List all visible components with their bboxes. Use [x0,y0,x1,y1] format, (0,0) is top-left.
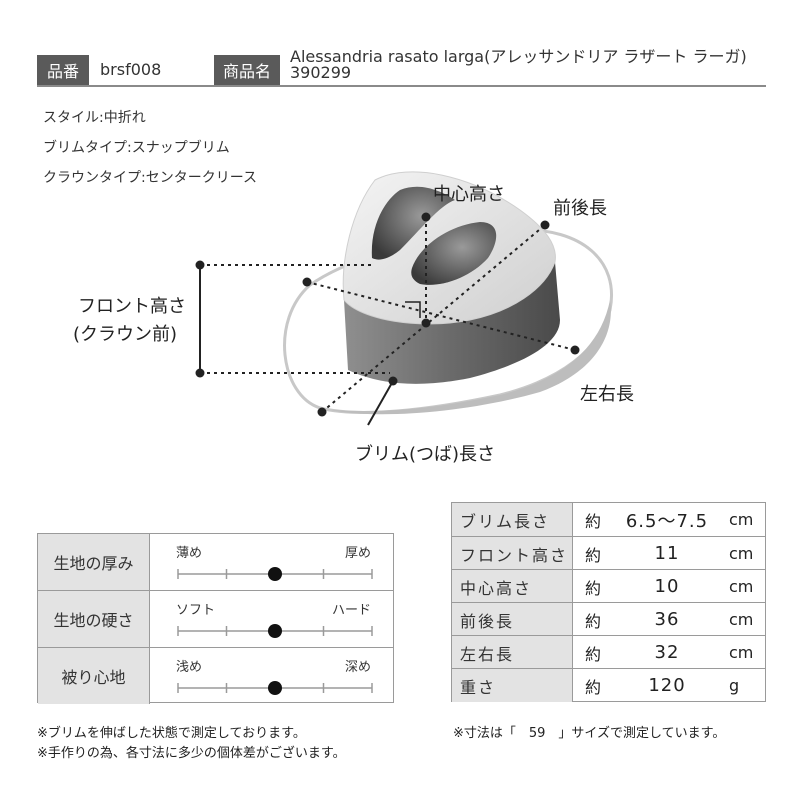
size-row-label: 重さ [452,669,573,702]
measurement-points [195,212,580,417]
size-divider [452,668,765,669]
product-name-line1: Alessandria rasato larga(アレッサンドリア ラザート ラ… [290,47,747,66]
size-row: 重さ 約 120 g [452,669,765,702]
size-unit: cm [729,610,754,629]
product-name-label: 商品名 [214,55,280,85]
feel-row-hardness: 生地の硬さ ソフト ハード [38,591,393,647]
size-value: 36 [654,609,680,630]
header-divider [37,85,766,87]
scale-min-label: 薄め [176,546,203,561]
product-code-value: brsf008 [100,60,162,79]
size-approx: 約 [585,511,602,531]
feel-row-label: 被り心地 [38,648,150,704]
label-front-height-2: (クラウン前) [73,324,178,345]
scale-marker [268,681,282,695]
label-front-height-1: フロント高さ [78,296,186,317]
hat-crown-crease [371,186,455,260]
size-approx: 約 [585,611,602,631]
size-row-label: 中心高さ [452,570,573,603]
spec-style: スタイル:中折れ [43,110,146,126]
product-code-label: 品番 [37,55,89,85]
size-value: 10 [654,576,680,597]
size-value: 11 [654,543,680,564]
feel-divider [38,590,393,591]
note-individual-variance: ※手作りの為、各寸法に多少の個体差がございます。 [37,746,346,761]
feel-divider [38,647,393,648]
label-left-right: 左右長 [580,384,634,405]
right-angle-mark [405,301,421,318]
size-row: ブリム長さ 約 6.5〜7.5 cm [452,503,765,536]
label-front-back: 前後長 [553,198,607,219]
scale-track [177,567,373,581]
feel-row-label: 生地の硬さ [38,591,150,647]
size-approx: 約 [585,545,602,565]
size-unit: cm [729,544,754,563]
product-name-line2: 390299 [290,63,352,82]
feel-table: 生地の厚み 薄め 厚め 生地の硬さ ソフト ハード 被り心地 浅め 深め [37,533,394,704]
size-divider [452,635,765,636]
hat-measurement-diagram [195,171,613,426]
feel-row-thickness: 生地の厚み 薄め 厚め [38,534,393,590]
size-unit: cm [729,510,754,529]
size-row-label: ブリム長さ [452,503,573,536]
size-approx: 約 [585,677,602,697]
brim-length-line [367,380,394,426]
size-divider [452,536,765,537]
scale-min-label: ソフト [176,603,216,618]
size-row: 左右長 約 32 cm [452,636,765,669]
size-row: フロント高さ 約 11 cm [452,537,765,570]
measurement-lines [200,217,576,413]
spec-crown-type: クラウンタイプ:センタークリース [43,170,258,186]
size-approx: 約 [585,578,602,598]
scale-max-label: 厚め [344,546,371,561]
size-unit: g [729,676,740,695]
label-brim-length: ブリム(つば)長さ [355,444,496,465]
size-divider [452,569,765,570]
scale-max-label: ハード [331,603,371,618]
size-row-label: 前後長 [452,603,573,636]
size-row: 前後長 約 36 cm [452,603,765,636]
note-measured-size: ※寸法は「 59 」サイズで測定しています。 [453,726,726,741]
scale-marker [268,567,282,581]
hat-crown-dent [411,222,497,285]
feel-row-label: 生地の厚み [38,534,150,590]
scale-max-label: 深め [344,660,371,675]
size-row-label: 左右長 [452,636,573,669]
size-unit: cm [729,577,754,596]
scale-min-label: 浅め [176,660,203,675]
size-approx: 約 [585,644,602,664]
feel-row-fit: 被り心地 浅め 深め [38,648,393,704]
size-value: 32 [654,642,680,663]
note-brim-measurement: ※ブリムを伸ばした状態で測定しております。 [37,726,306,741]
size-unit: cm [729,643,754,662]
scale-marker [268,624,282,638]
label-center-height: 中心高さ [433,184,505,205]
hat-brim-underside [330,300,611,415]
size-row-label: フロント高さ [452,537,573,570]
size-value: 6.5〜7.5 [625,510,709,532]
size-value: 120 [648,675,686,696]
size-divider [452,602,765,603]
size-table: ブリム長さ 約 6.5〜7.5 cm フロント高さ 約 11 cm 中心高さ 約… [451,502,766,702]
scale-track [177,681,373,695]
size-row: 中心高さ 約 10 cm [452,570,765,603]
scale-track [177,624,373,638]
spec-brim-type: ブリムタイプ:スナップブリム [43,140,230,156]
